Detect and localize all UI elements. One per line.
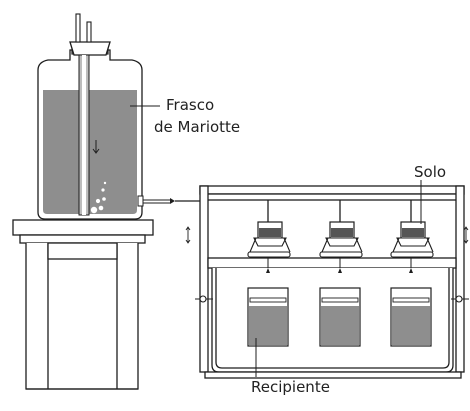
collection-container-3 (390, 287, 432, 347)
air-inlet-tube (75, 13, 81, 43)
flask-liquid (43, 90, 137, 214)
soil-column-3 (390, 200, 434, 273)
label-frasco: Frasco (166, 96, 214, 114)
mariotte-flask (37, 13, 201, 220)
rubber-stopper (69, 41, 111, 56)
support-stand (12, 219, 154, 390)
label-recipiente: Recipiente (251, 378, 330, 396)
label-de-mariotte: de Mariotte (154, 118, 240, 136)
air-bubbles (90, 181, 107, 214)
collection-container-1 (247, 287, 289, 347)
label-solo: Solo (414, 163, 446, 181)
outlet-tap (142, 199, 170, 204)
apparatus-frame (199, 185, 465, 379)
soil-column-2 (319, 200, 363, 273)
adjustment-knobs (195, 295, 469, 303)
collection-container-2 (319, 287, 361, 347)
soil-column-1 (247, 200, 291, 273)
